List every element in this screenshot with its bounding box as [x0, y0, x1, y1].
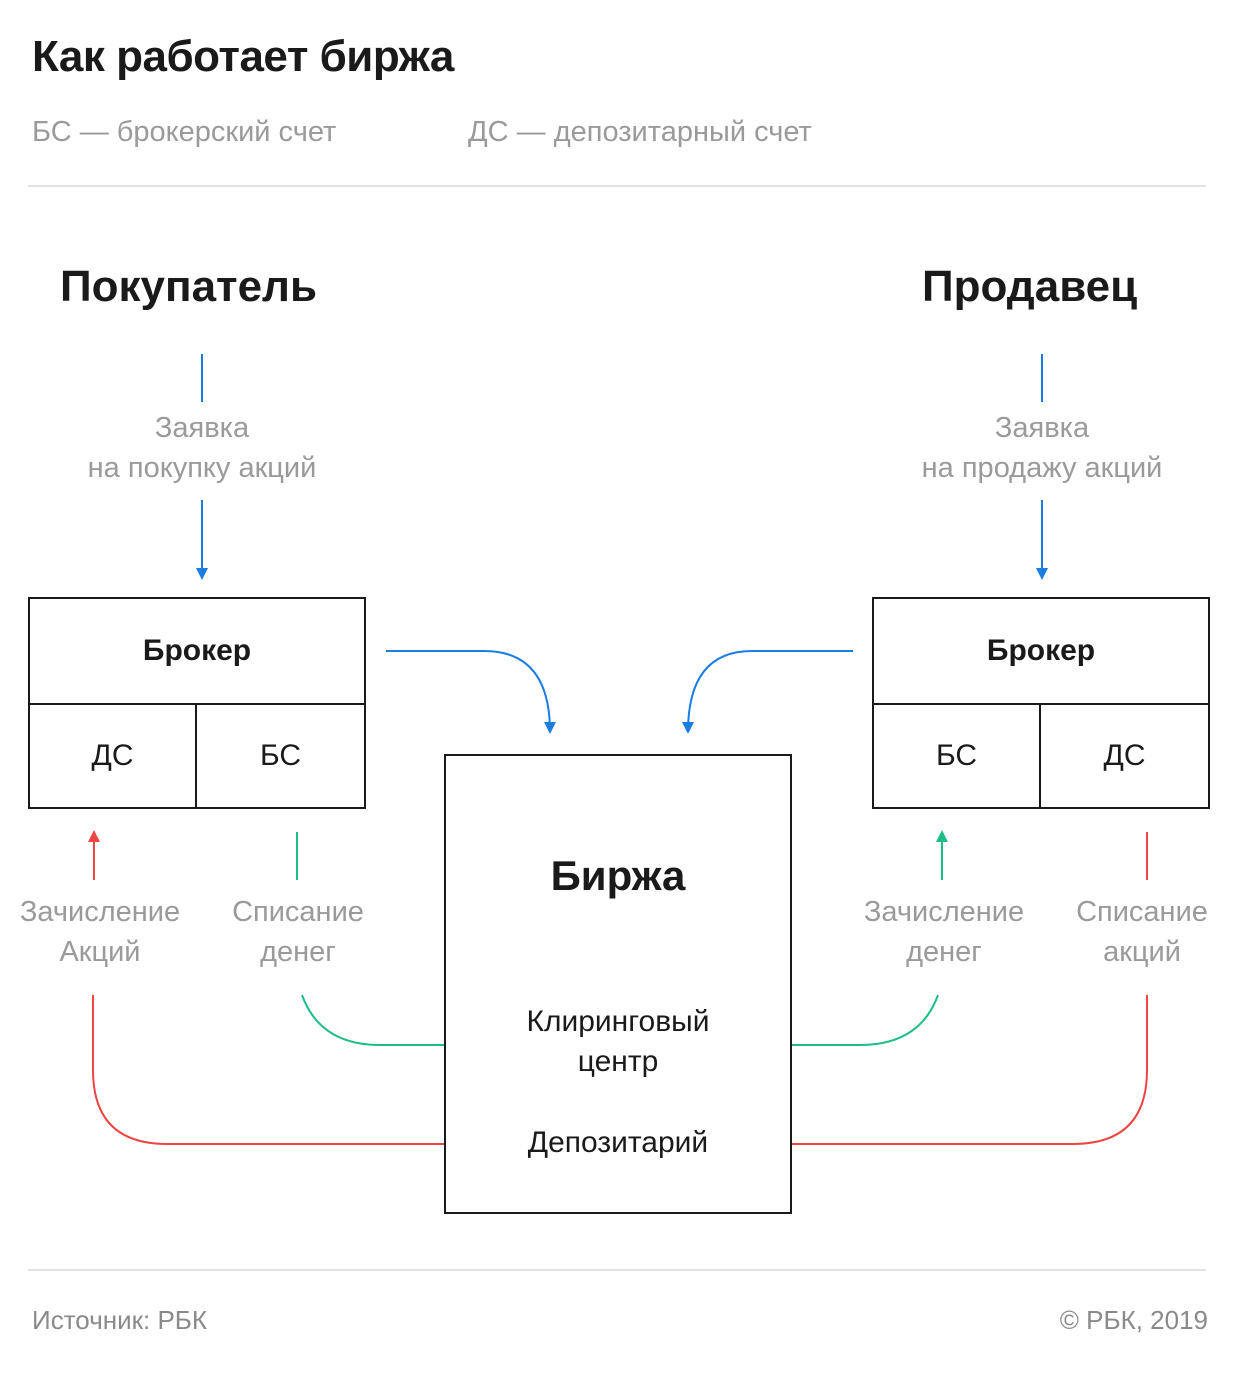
buyer-shares-credit-line: [92, 995, 475, 1145]
seller-depo-account: ДС: [1103, 739, 1146, 772]
seller-shares-debit-arrow: [762, 995, 1148, 1150]
page-title: Как работает биржа: [32, 32, 454, 81]
seller-money-credit-line: [762, 994, 939, 1046]
seller-broker-box: Брокер БС ДС: [872, 597, 1210, 809]
source-label: Источник: РБК: [32, 1305, 207, 1335]
buyer-credit-label: Зачисление Акций: [19, 896, 181, 968]
seller-broker-account: БС: [874, 705, 1041, 807]
buyer-money-debit-arrow: [301, 994, 476, 1051]
buyer-order-label: Заявка на покупку акций: [87, 412, 317, 484]
seller-broker-label: Брокер: [874, 599, 1208, 705]
buyer-broker-box: Брокер ДС БС: [28, 597, 366, 809]
buyer-heading: Покупатель: [60, 262, 318, 311]
header-divider: [28, 185, 1206, 187]
clearing-center-label: Клиринговый центр: [526, 1005, 710, 1078]
seller-credit-label: Зачисление денег: [863, 896, 1025, 968]
seller-broker-to-exchange-arrow: [682, 650, 853, 734]
seller-heading: Продавец: [922, 262, 1138, 311]
buyer-broker-to-exchange-arrow: [386, 650, 556, 734]
seller-debit-label: Списание акций: [1076, 896, 1208, 968]
legend-ds: ДС — депозитарный счет: [468, 116, 812, 148]
depository-label: Депозитарий: [527, 1126, 709, 1159]
buyer-broker-account: БС: [259, 739, 301, 772]
footer-divider: [28, 1269, 1206, 1271]
legend-bs: БС — брокерский счет: [32, 116, 337, 148]
copyright-label: © РБК, 2019: [1059, 1305, 1208, 1335]
seller-order-label: Заявка на продажу акций: [921, 412, 1163, 484]
exchange-title: Биржа: [550, 852, 686, 899]
buyer-debit-label: Списание денег: [232, 896, 364, 968]
buyer-depo-account: ДС: [30, 705, 197, 807]
buyer-broker-label: Брокер: [30, 599, 364, 705]
exchange-box: Биржа Клиринговый центр Депозитарий: [444, 754, 792, 1214]
